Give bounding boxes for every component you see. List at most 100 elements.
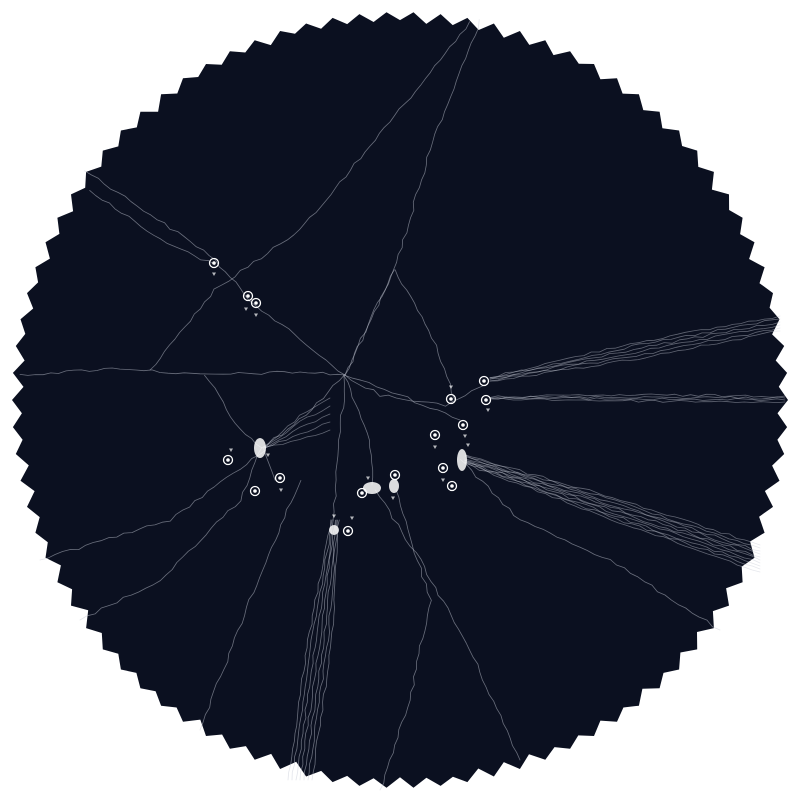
trail-line [261, 374, 346, 449]
node-core [278, 476, 282, 480]
node-core [253, 489, 257, 493]
trail-bundle-down [311, 519, 340, 781]
node-right [437, 462, 449, 474]
small-triangle-icon [350, 516, 354, 520]
node-cluster-center-glow [389, 479, 399, 493]
small-triangle-icon [332, 514, 336, 518]
node-right-upper [457, 419, 469, 431]
trail-line [344, 269, 395, 376]
trail-line [199, 479, 302, 731]
node-core [254, 301, 258, 305]
node-core [449, 397, 453, 401]
small-triangle-icon [486, 408, 490, 412]
trail-bundle-lower-right [464, 454, 761, 549]
trail-bundle-right [489, 395, 786, 400]
trail-line [79, 447, 263, 621]
node-right-upper [445, 393, 457, 405]
node-core [461, 423, 465, 427]
trail-bundle-upper-right [489, 315, 781, 379]
node-layer [208, 257, 492, 537]
node-core [360, 491, 364, 495]
trail-line [374, 489, 521, 761]
ringed-dot-icon [250, 297, 262, 309]
node-core [393, 473, 397, 477]
small-triangle-icon [229, 448, 233, 452]
node-center [356, 487, 368, 499]
node-right [446, 480, 458, 492]
ringed-dot-icon [445, 393, 457, 405]
trail-bundle-right [489, 397, 786, 404]
trail-bundle-down [299, 519, 336, 781]
trail-bundle-left [263, 405, 331, 448]
node-core [433, 433, 437, 437]
node-left [274, 472, 286, 484]
trail-bundle-lower-right [464, 454, 761, 546]
small-triangle-icon [366, 476, 370, 480]
trail-line [344, 374, 461, 421]
ringed-dot-icon [342, 525, 354, 537]
ringed-dot-icon [437, 462, 449, 474]
node-cluster-center-glow [363, 482, 381, 494]
node-upper-left [250, 297, 262, 309]
trail-bundle-lower-right [464, 460, 761, 564]
trail-bundle-down [295, 519, 334, 781]
node-right-upper [478, 375, 490, 387]
trail-bundle-down [291, 519, 333, 781]
small-triangle-icon [254, 313, 258, 317]
node-core [441, 466, 445, 470]
jagged-disc [12, 12, 788, 788]
ringed-dot-icon [208, 257, 220, 269]
ringed-dot-icon [356, 487, 368, 499]
trail-bundle-down [287, 519, 332, 781]
trail-bundle-lower-right [464, 459, 761, 561]
ringed-dot-icon [478, 375, 490, 387]
trail-bundle-upper-right [489, 324, 781, 380]
node-core [482, 379, 486, 383]
trail-line [343, 375, 374, 486]
trail-bundle-upper-right [489, 327, 781, 382]
ringed-dot-icon [242, 290, 254, 302]
node-core [226, 458, 230, 462]
ringed-dot-icon [429, 429, 441, 441]
trail-bundle-left [264, 429, 331, 449]
small-triangle-icon [449, 385, 453, 389]
trail-line [149, 21, 471, 371]
trail-bundle-lower-right [464, 461, 761, 570]
small-triangle-icon [391, 496, 395, 500]
trail-bundle-right [489, 393, 786, 398]
node-upper-left [242, 290, 254, 302]
node-core [246, 294, 250, 298]
trail-bundle-upper-right [489, 321, 781, 380]
trail-line [379, 489, 432, 791]
ringed-dot-icon [274, 472, 286, 484]
trail-line [332, 374, 346, 521]
trail-line [344, 19, 480, 376]
small-triangle-icon [463, 434, 467, 438]
trail-bundle-down [307, 519, 338, 781]
small-triangle-icon [433, 445, 437, 449]
node-core [484, 398, 488, 402]
node-right-upper [480, 394, 492, 406]
trail-bundle-lower-right [464, 462, 761, 567]
trail-bundle-lower-right [464, 458, 761, 555]
node-upper-left [208, 257, 220, 269]
trail-line [460, 459, 721, 631]
node-core [212, 261, 216, 265]
small-triangle-icon [466, 443, 470, 447]
node-left [249, 485, 261, 497]
small-triangle-icon [244, 307, 248, 311]
trail-bundle-left [264, 413, 331, 449]
ringed-dot-icon [446, 480, 458, 492]
small-triangle-icon [266, 453, 270, 457]
trail-line [394, 269, 456, 401]
small-triangle-icon [441, 478, 445, 482]
trail-line [84, 170, 346, 376]
ringed-dot-icon [222, 454, 234, 466]
trail-bundle-lower-right [464, 459, 761, 558]
node-cluster-left-glow [254, 438, 266, 458]
trail-network [19, 19, 786, 791]
node-center [389, 469, 401, 481]
ringed-dot-icon [457, 419, 469, 431]
trail-line [39, 449, 266, 561]
